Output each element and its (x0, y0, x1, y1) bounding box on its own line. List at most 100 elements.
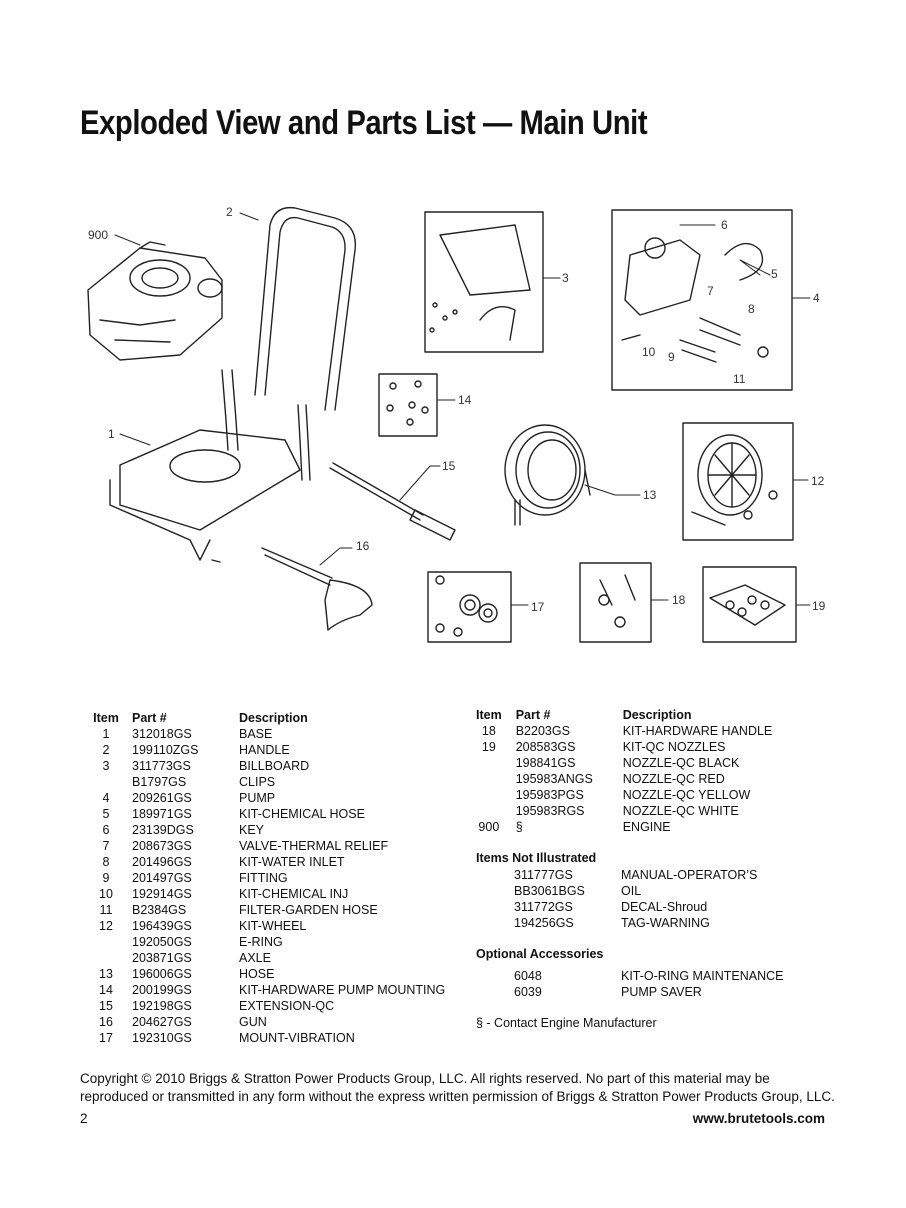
item-number (92, 950, 132, 966)
item-number: 15 (99, 999, 113, 1013)
callout-6: 6 (721, 218, 728, 232)
part-number: 312018GS (132, 727, 192, 741)
part-number: B2384GS (132, 903, 187, 917)
part-number: 196439GS (132, 919, 192, 933)
part-description: NOZZLE-QC WHITE (622, 804, 739, 818)
part-description: VALVE-THERMAL RELIEF (239, 839, 389, 853)
part-number: 6048 (514, 969, 542, 983)
item-number: 2 (102, 743, 110, 757)
table-row: 195983RGS NOZZLE-QC WHITE (476, 803, 772, 819)
item-number: 10 (99, 887, 113, 901)
callout-11: 11 (733, 372, 746, 386)
callout-18: 18 (672, 593, 686, 607)
billboard-callout-box (424, 211, 544, 353)
part-number: 209261GS (132, 791, 192, 805)
copyright-notice: Copyright © 2010 Briggs & Stratton Power… (80, 1071, 835, 1104)
hardware-pump-mounting-box (378, 373, 438, 437)
item-number: 3 (102, 759, 110, 773)
item-number: 6 (102, 823, 110, 837)
handle-illustration (254, 206, 357, 411)
callout-7: 7 (707, 284, 714, 298)
items-not-illustrated-list: 311777GS MANUAL-OPERATOR’S BB3061BGS OIL 311… (514, 867, 757, 931)
part-number: 195983RGS (515, 804, 585, 818)
callout-13: 13 (643, 488, 657, 502)
callout-17: 17 (531, 600, 545, 614)
hardware-handle-box (579, 562, 652, 643)
part-description: MOUNT-VIBRATION (239, 1031, 355, 1045)
item-number: 4 (102, 791, 110, 805)
description-header: Description (622, 708, 692, 722)
item-number: 18 (481, 724, 496, 738)
part-number: 6039 (514, 985, 542, 999)
part-description: OIL (621, 884, 642, 898)
callout-900: 900 (88, 228, 108, 242)
part-number: 189971GS (132, 807, 192, 821)
part-description: NOZZLE-QC BLACK (622, 756, 740, 770)
item-number: 19 (481, 740, 496, 754)
callout-5: 5 (771, 267, 778, 281)
part-description: KIT-WHEEL (239, 919, 307, 933)
part-description: KIT-QC NOZZLES (622, 740, 726, 754)
part-header: Part # (515, 708, 551, 722)
item-number: 1 (102, 727, 110, 741)
item-header: Item (93, 711, 119, 725)
part-number: 196006GS (132, 967, 192, 981)
part-number: B1797GS (132, 775, 187, 789)
callout-2: 2 (226, 205, 233, 219)
part-number: 23139DGS (132, 823, 194, 837)
parts-list-header: Item Part # Description (92, 710, 445, 726)
item-number: 9 (102, 871, 110, 885)
part-number: 208583GS (515, 740, 576, 754)
callout-15: 15 (442, 459, 456, 473)
item-number (476, 803, 516, 819)
callout-14: 14 (458, 393, 472, 407)
website-link[interactable]: www.brutetools.com (692, 1111, 825, 1126)
item-number: 7 (102, 839, 110, 853)
part-number: 311777GS (514, 868, 573, 882)
table-row: 19 208583GS KIT-QC NOZZLES (476, 739, 772, 755)
callout-10: 10 (642, 345, 656, 359)
base-illustration (109, 369, 311, 563)
part-number: 199110ZGS (132, 743, 199, 757)
part-number: 192050GS (132, 935, 192, 949)
part-description: NOZZLE-QC YELLOW (622, 788, 751, 802)
part-number: 311773GS (132, 759, 191, 773)
part-description: KIT-CHEMICAL HOSE (239, 807, 365, 821)
part-number: BB3061BGS (514, 884, 585, 898)
pump-callout-box (611, 209, 793, 391)
item-number (476, 771, 516, 787)
page-title: Exploded View and Parts List — Main Unit (80, 104, 648, 142)
callout-1: 1 (108, 427, 115, 441)
table-row: 12 196439GS KIT-WHEEL (92, 918, 445, 934)
part-description: KIT-HARDWARE PUMP MOUNTING (239, 983, 446, 997)
description-header: Description (239, 711, 308, 725)
table-row: 900§ENGINE (476, 819, 772, 835)
part-description: MANUAL-OPERATOR’S (621, 868, 758, 882)
part-number: 311772GS (514, 900, 573, 914)
items-not-illustrated-heading: Items Not Illustrated (476, 851, 597, 865)
table-row: BB3061BGS OIL (514, 883, 757, 899)
item-number: 12 (99, 919, 113, 933)
item-header: Item (476, 708, 502, 722)
part-description: DECAL-Shroud (621, 900, 708, 914)
part-header: Part # (132, 711, 167, 725)
part-number: 203871GS (132, 951, 192, 965)
